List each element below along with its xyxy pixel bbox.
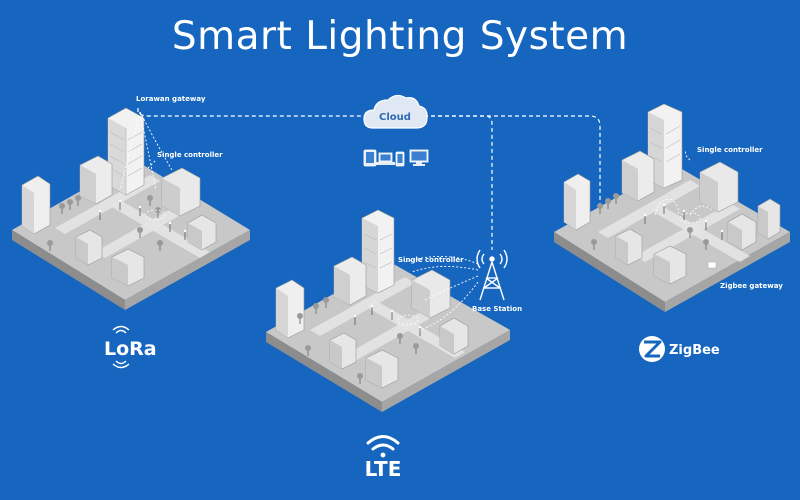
desktop-icon xyxy=(409,149,429,166)
lte-brand-text: LTE xyxy=(365,457,402,481)
device-icons xyxy=(363,149,429,167)
wifi-icon xyxy=(366,435,400,458)
link-left-to-cloud xyxy=(137,108,368,117)
label-single-controller-left: Single controller xyxy=(157,151,223,159)
zigbee-logo: ZigBee xyxy=(639,336,720,362)
page-title: Smart Lighting System xyxy=(171,14,629,59)
lora-logo: LoRa xyxy=(104,325,157,369)
city-block-zigbee xyxy=(554,103,790,312)
label-single-controller-center: Single controller xyxy=(398,256,464,264)
label-zigbee-gateway: Zigbee gateway xyxy=(720,282,783,290)
cloud-icon: Cloud xyxy=(363,94,428,129)
cloud-label: Cloud xyxy=(379,112,411,123)
link-cloud-to-tower xyxy=(424,115,493,250)
lte-logo: LTE xyxy=(365,435,402,481)
city-block-lora xyxy=(12,107,250,310)
lora-brand-text: LoRa xyxy=(104,338,157,360)
zigbee-logo-icon xyxy=(639,336,665,362)
city-block-lte xyxy=(266,209,510,412)
link-cloud-to-right xyxy=(424,115,601,220)
label-single-controller-right: Single controller xyxy=(697,146,763,154)
label-lorawan-gateway: Lorawan gateway xyxy=(136,95,206,103)
cell-tower-icon xyxy=(476,249,508,301)
label-base-station: Base Station xyxy=(472,305,522,313)
lora-signal-icon xyxy=(112,325,130,369)
laptop-icon xyxy=(376,152,395,165)
zigbee-brand-text: ZigBee xyxy=(669,343,720,358)
